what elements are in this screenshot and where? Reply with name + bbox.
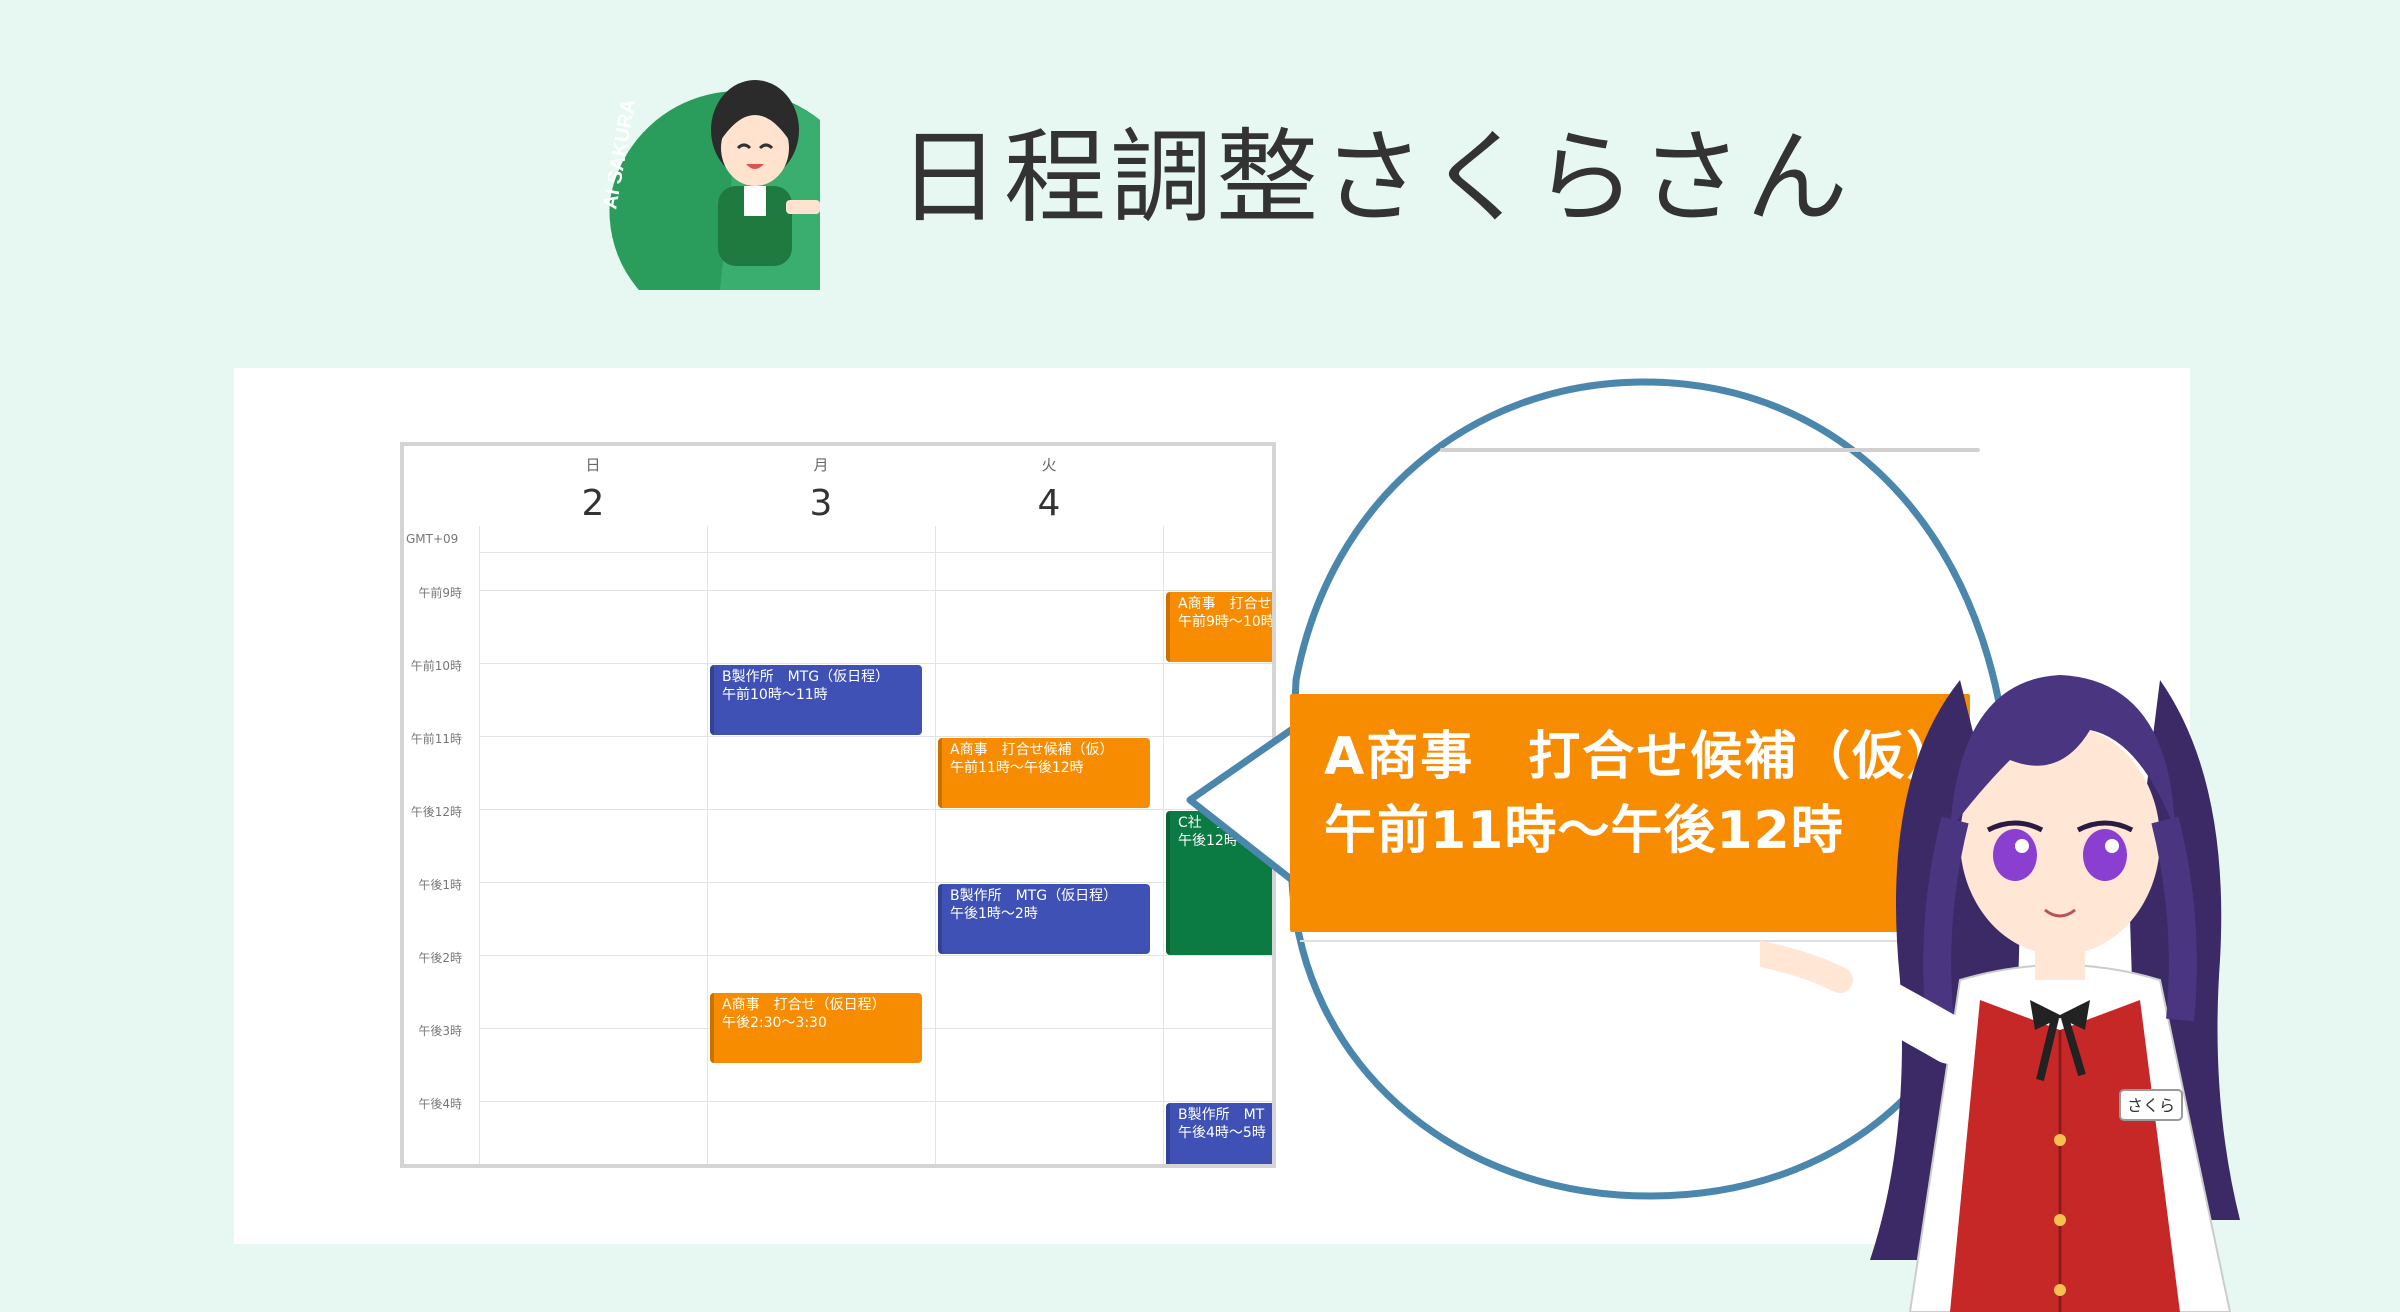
hour-label: 午後1時 [418, 878, 462, 892]
day-number: 2 [581, 483, 605, 524]
event-title: B製作所 MTG（仮日程） [950, 888, 1118, 904]
calendar-event[interactable]: B製作所 MTG（仮日程） 午後1時〜2時 [938, 884, 1150, 954]
event-time: 午前11時〜午後12時 [950, 760, 1084, 776]
calendar-event[interactable]: B製作所 MTG（仮日程） 午前10時〜11時 [710, 665, 922, 735]
event-time: 午後4時〜5時 [1178, 1125, 1266, 1141]
event-time: 午後2:30〜3:30 [722, 1015, 827, 1031]
column-divider [707, 526, 708, 1164]
hour-line [479, 809, 1272, 810]
event-title: C社 打 [1178, 815, 1230, 831]
calendar-event[interactable]: C社 打 午後12時〜 [1166, 811, 1272, 955]
bubble-gridline [1300, 940, 1950, 942]
zoomed-event-title: A商事 打合せ候補（仮） [1324, 727, 1961, 787]
hour-line [479, 590, 1272, 591]
day-header-sun[interactable]: 日 2 [479, 446, 707, 536]
day-header-wed[interactable] [1163, 446, 1272, 536]
hour-line [479, 1101, 1272, 1102]
event-title: B製作所 MT [1178, 1107, 1265, 1123]
day-of-week: 日 [585, 456, 601, 474]
app-title: 日程調整さくらさん [898, 119, 1852, 238]
hour-label: 午後2時 [418, 951, 462, 965]
event-title: A商事 打合せ候補（仮） [950, 742, 1114, 758]
hour-line [479, 736, 1272, 737]
hour-label: 午前9時 [418, 586, 462, 600]
column-divider [935, 526, 936, 1164]
column-divider [479, 526, 480, 1164]
zoomed-event-time: 午前11時〜午後12時 [1324, 801, 1844, 861]
hour-line [479, 663, 1272, 664]
allday-divider [479, 552, 1272, 553]
event-time: 午前9時〜10時 [1178, 614, 1275, 630]
hour-line [479, 955, 1272, 956]
day-of-week: 月 [813, 456, 829, 474]
name-tag: さくら [2127, 1096, 2175, 1115]
day-of-week: 火 [1041, 456, 1057, 474]
zoomed-event-card[interactable]: A商事 打合せ候補（仮） 午前11時〜午後12時 [1290, 694, 1970, 932]
sakura-character: さくら [1760, 675, 2240, 1312]
day-header-tue[interactable]: 火 4 [935, 446, 1163, 536]
column-divider [1163, 526, 1164, 1164]
calendar-week-view: 日 2 月 3 火 4 GMT+09 午前9時 午前10時 午前11時 午後12… [400, 442, 1276, 1168]
bubble-calendar-edge [1440, 448, 1980, 452]
day-number: 3 [809, 483, 833, 524]
day-header-mon[interactable]: 月 3 [707, 446, 935, 536]
hour-label: 午後12時 [410, 805, 462, 819]
event-title: B製作所 MTG（仮日程） [722, 669, 890, 685]
event-title: A商事 打合せ（仮日程） [722, 997, 886, 1013]
hour-label: 午後3時 [418, 1024, 462, 1038]
calendar-event[interactable]: A商事 打合せ 午前9時〜10時 [1166, 592, 1275, 662]
event-title: A商事 打合せ [1178, 596, 1272, 612]
hour-label: 午前10時 [410, 659, 462, 673]
event-time: 午後1時〜2時 [950, 906, 1038, 922]
calendar-event[interactable]: B製作所 MT 午後4時〜5時 [1166, 1103, 1272, 1164]
hour-line [479, 882, 1272, 883]
day-number: 4 [1037, 483, 1061, 524]
timezone-label: GMT+09 [406, 532, 459, 546]
hour-label: 午前11時 [410, 732, 462, 746]
ai-sakura-logo: AI SAKURA [599, 80, 820, 290]
event-time: 午後12時〜 [1178, 833, 1252, 849]
hour-label: 午後4時 [418, 1097, 462, 1111]
calendar-event[interactable]: A商事 打合せ（仮日程） 午後2:30〜3:30 [710, 993, 922, 1063]
calendar-event-highlighted[interactable]: A商事 打合せ候補（仮） 午前11時〜午後12時 [938, 738, 1150, 808]
event-time: 午前10時〜11時 [722, 687, 828, 703]
